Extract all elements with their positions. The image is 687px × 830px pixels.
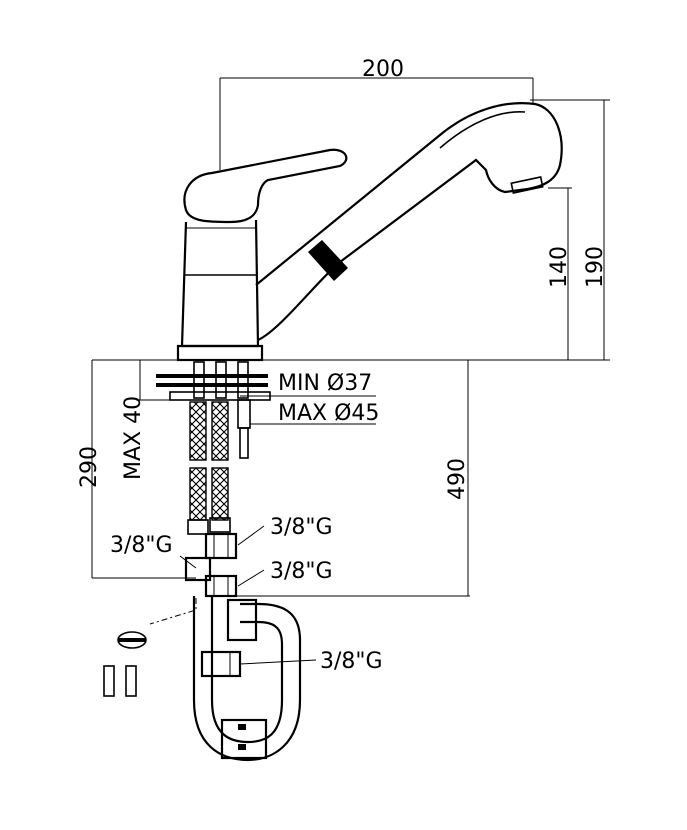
hose-left-lower [189, 467, 207, 521]
loop-nut [200, 650, 242, 678]
nut-2 [184, 556, 212, 582]
dim-height-290: 290 [77, 446, 102, 488]
thread-label-3: 3/8"G [270, 559, 333, 584]
rod-2 [215, 361, 227, 399]
dim-width-200: 200 [362, 57, 404, 82]
weight [220, 718, 268, 760]
hose-right-lower [211, 467, 229, 521]
stud-end [239, 427, 249, 459]
loose-parts [103, 598, 197, 697]
nut-3 [204, 574, 238, 598]
nut-1 [204, 532, 238, 560]
lever-handle [183, 148, 348, 224]
loop-outer [192, 596, 302, 762]
thread-label-2: 3/8"G [110, 533, 173, 558]
spray-nozzle [510, 176, 544, 194]
thread-label-1: 3/8"G [270, 515, 333, 540]
dim-max-hole: MAX Ø45 [278, 401, 379, 426]
hose-right-upper [211, 401, 229, 461]
hoses [184, 401, 238, 598]
hose-fitting-left [187, 519, 209, 535]
hose-left-upper [189, 401, 207, 461]
loop-connector [226, 598, 258, 642]
loop-inner [210, 596, 284, 744]
rod-3 [237, 361, 249, 399]
base-ring [176, 344, 264, 362]
spout [255, 102, 563, 342]
body-cylinder [180, 219, 260, 348]
spout-highlight [439, 111, 526, 149]
spray-hose-loop [192, 596, 302, 762]
dim-height-190: 190 [583, 246, 608, 288]
faucet-body [176, 102, 563, 362]
thread-label-4: 3/8"G [320, 649, 383, 674]
mount-plate-2 [156, 383, 268, 387]
dim-height-490: 490 [445, 458, 470, 500]
mounting-assembly [92, 359, 610, 459]
dim-min-hole: MIN Ø37 [278, 371, 372, 396]
dim-max-40: MAX 40 [121, 396, 146, 480]
stud [237, 399, 251, 429]
dim-height-140: 140 [547, 246, 572, 288]
mount-plate-1 [156, 374, 268, 378]
rod-1 [193, 361, 205, 399]
spout-ring [308, 240, 348, 281]
dimension-lines [91, 77, 610, 665]
assembly-line [149, 598, 197, 625]
screw-2 [125, 665, 137, 697]
hose-fitting-right [209, 517, 231, 533]
screw-1 [103, 665, 115, 697]
